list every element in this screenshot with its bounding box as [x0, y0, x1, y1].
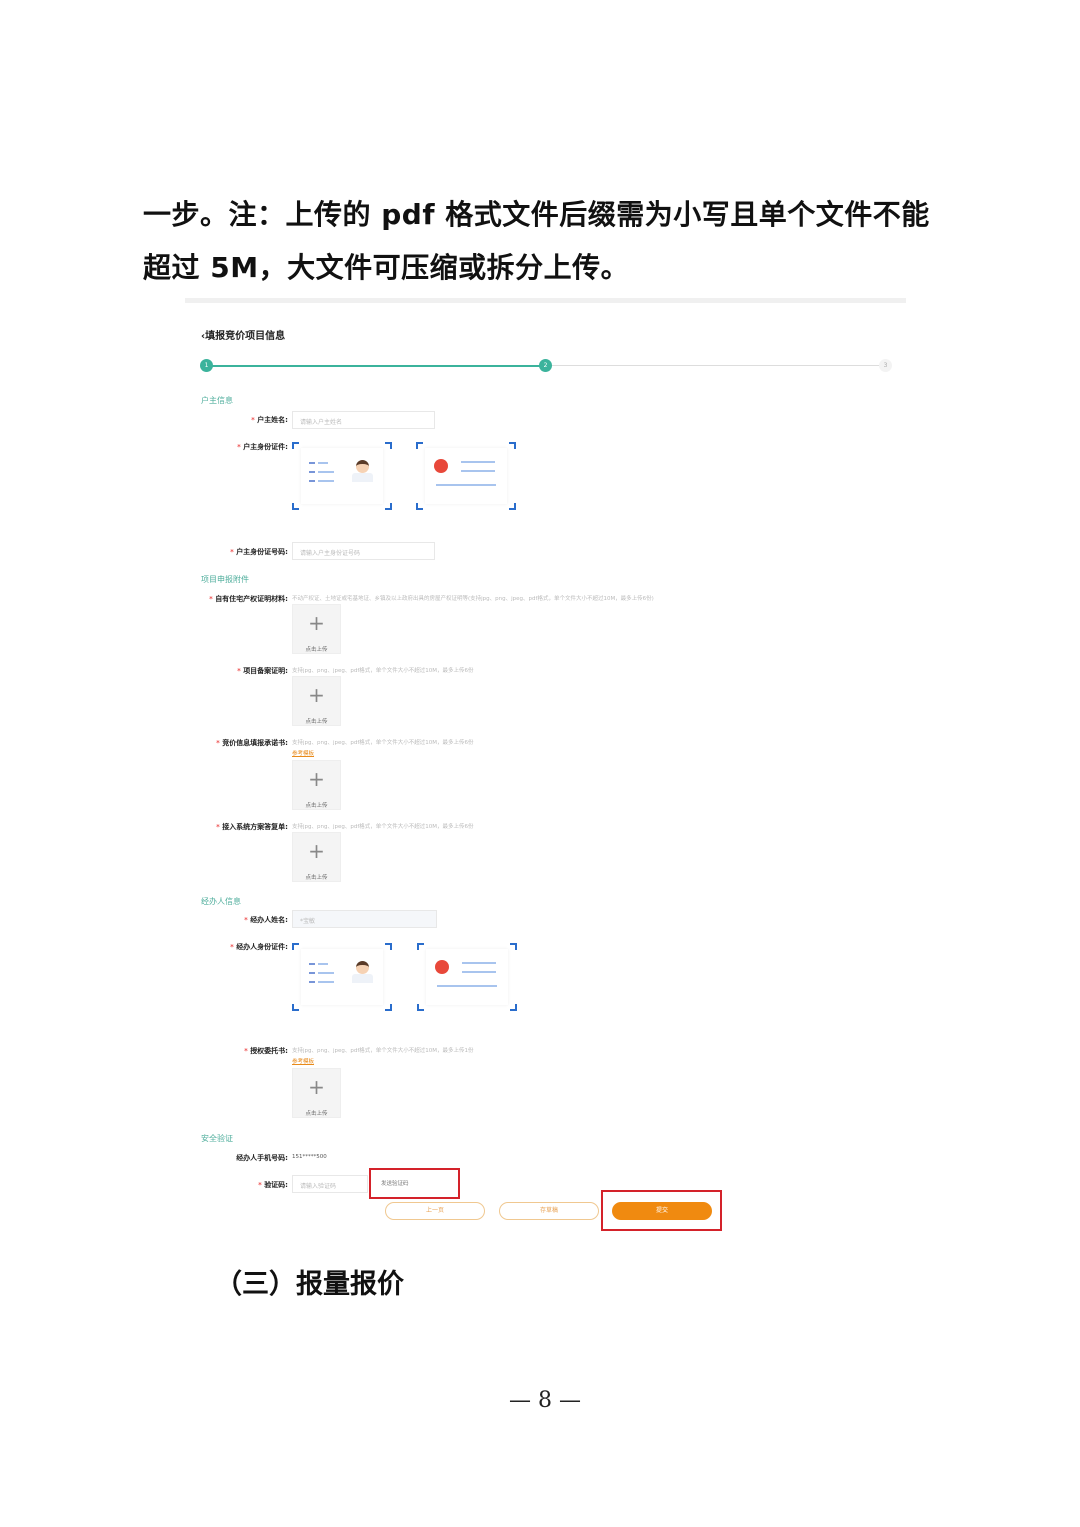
- attachment-hint: 支持jpg、png、jpeg、pdf格式，单个文件大小不超过10M，最多上传6份: [292, 740, 474, 746]
- section-security: 安全验证: [201, 1134, 233, 1143]
- upload-button[interactable]: +点击上传: [292, 760, 341, 810]
- step-1: 1: [200, 359, 213, 372]
- progress-line-done: [205, 365, 545, 367]
- progress-line-todo: [545, 365, 885, 366]
- doc-text-line-2: 超过 5M，大文件可压缩或拆分上传。: [143, 251, 630, 284]
- code-label: 验证码:: [178, 1180, 288, 1190]
- owner-idno-label: 户主身份证号码:: [178, 547, 288, 557]
- owner-name-label: 户主姓名:: [178, 415, 288, 425]
- agent-id-front-upload[interactable]: [292, 943, 392, 1011]
- send-code-button[interactable]: 发送验证码: [381, 1181, 409, 1187]
- template-link[interactable]: 参考模板: [292, 751, 315, 757]
- draft-button[interactable]: 存草稿: [499, 1202, 599, 1220]
- page-number: — 8 —: [509, 1388, 581, 1413]
- step-2: 2: [539, 359, 552, 372]
- prev-button[interactable]: 上一页: [385, 1202, 485, 1220]
- upload-button[interactable]: +点击上传: [292, 676, 341, 726]
- upload-button[interactable]: +点击上传: [292, 1068, 341, 1118]
- person-avatar-icon: [356, 961, 369, 974]
- step-3: 3: [879, 359, 892, 372]
- auth-letter-hint: 支持jpg、png、jpeg、pdf格式，单个文件大小不超过10M，最多上传1份: [292, 1048, 474, 1054]
- id-front-upload[interactable]: [292, 442, 392, 510]
- submit-button[interactable]: 提交: [612, 1202, 712, 1220]
- template-link[interactable]: 参考模板: [292, 1059, 315, 1065]
- attachment-hint: 支持jpg、png、jpeg、pdf格式，单个文件大小不超过10M，最多上传6份: [292, 824, 474, 830]
- phone-value: 151*****500: [292, 1154, 327, 1160]
- national-emblem-icon: [434, 459, 448, 473]
- agent-id-back-upload[interactable]: [417, 943, 517, 1011]
- upload-button[interactable]: +点击上传: [292, 832, 341, 882]
- doc-text-line-1: 一步。注：上传的 pdf 格式文件后缀需为小写且单个文件不能: [143, 198, 930, 231]
- attachment-hint: 支持jpg、png、jpeg、pdf格式，单个文件大小不超过10M，最多上传6份: [292, 668, 474, 674]
- auth-letter-label: 授权委托书:: [178, 1046, 288, 1056]
- attachment-label: 自有住宅产权证明材料:: [178, 594, 288, 604]
- owner-id-label: 户主身份证件:: [178, 442, 288, 452]
- code-input[interactable]: 请输入验证码: [292, 1175, 368, 1193]
- back-chevron-icon[interactable]: ‹: [201, 331, 206, 342]
- form-screenshot: ‹填报竞价项目信息 1 2 3 户主信息 户主姓名: 请输入户主姓名 户主身份证…: [185, 298, 906, 1233]
- upload-button[interactable]: +点击上传: [292, 604, 341, 654]
- page-title: ‹填报竞价项目信息: [201, 327, 285, 342]
- agent-id-label: 经办人身份证件:: [178, 942, 288, 952]
- section-agent: 经办人信息: [201, 897, 241, 906]
- section-attachments: 项目申报附件: [201, 575, 249, 584]
- agent-name-input[interactable]: *宝敏: [292, 910, 437, 928]
- plus-icon: +: [308, 767, 325, 791]
- owner-name-input[interactable]: 请输入户主姓名: [292, 411, 435, 429]
- section-owner: 户主信息: [201, 396, 233, 405]
- person-avatar-icon: [356, 460, 369, 473]
- section-heading: （三）报量报价: [215, 1269, 404, 1300]
- national-emblem-icon: [435, 960, 449, 974]
- plus-icon: +: [308, 839, 325, 863]
- highlight-box: [369, 1168, 460, 1199]
- attachment-hint: 不动产权证、土地证或宅基地证、乡镇及以上政府出具的房屋产权证明等(支持jpg、p…: [292, 596, 654, 602]
- phone-label: 经办人手机号码:: [236, 1154, 288, 1162]
- attachment-label: 项目备案证明:: [178, 666, 288, 676]
- owner-idno-input[interactable]: 请输入户主身份证号码: [292, 542, 435, 560]
- page-title-text: 填报竞价项目信息: [205, 331, 286, 342]
- plus-icon: +: [308, 611, 325, 635]
- highlight-box: [601, 1190, 722, 1231]
- agent-name-label: 经办人姓名:: [178, 915, 288, 925]
- id-back-upload[interactable]: [416, 442, 516, 510]
- attachment-label: 接入系统方案答复单:: [178, 822, 288, 832]
- plus-icon: +: [308, 1075, 325, 1099]
- plus-icon: +: [308, 683, 325, 707]
- attachment-label: 竞价信息填报承诺书:: [178, 738, 288, 748]
